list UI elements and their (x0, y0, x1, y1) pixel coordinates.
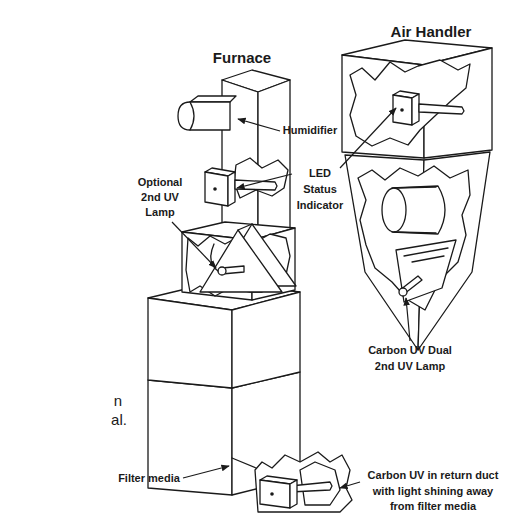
section-heading: Furnace (213, 48, 271, 68)
callout-label: Filter media (118, 471, 180, 485)
callout-label: Carbon UV in return duct with light shin… (363, 468, 503, 515)
led-box-side (412, 94, 419, 125)
humidifier-body (178, 102, 230, 130)
air-handler-coil-line (404, 248, 448, 262)
leader-arrow (183, 466, 229, 478)
callout-label: Humidifier (283, 123, 337, 137)
humidifier-drum-line (190, 102, 194, 130)
carbon-uv-box-side (290, 480, 297, 508)
return-duct (255, 452, 352, 512)
air-handler-cutaway (350, 60, 470, 146)
blower-cutaway (358, 166, 470, 310)
carbon-uv-box-front (260, 480, 290, 508)
leader-arrow (237, 174, 292, 188)
led-indicator (270, 492, 274, 496)
leader-arrow (340, 108, 396, 168)
led-indicator (213, 187, 217, 191)
callout-label: n (114, 391, 122, 411)
callout-label: LED Status Indicator (294, 165, 346, 213)
led-box-side (228, 172, 235, 206)
uv-lamp-bar (235, 180, 277, 190)
leader-arrow (340, 482, 360, 488)
return-duct-joint (232, 458, 256, 468)
led-box-front (205, 172, 228, 206)
humidifier-top (190, 96, 236, 102)
plenum-side (258, 80, 290, 232)
led-indicator (400, 108, 404, 112)
led-box-front (393, 95, 412, 125)
blower-wheel-line (394, 187, 436, 233)
callout-label: Carbon UV Dual 2nd UV Lamp (363, 342, 458, 374)
a-coil-ridge (238, 224, 252, 230)
blower-wheel (382, 188, 406, 232)
a-coil-front (200, 230, 282, 292)
furnace-side (232, 292, 300, 388)
furnace-front (148, 298, 232, 388)
callout-label: al. (111, 410, 127, 430)
leader-arrow (406, 298, 410, 341)
uv-lamp-end (218, 267, 226, 275)
section-heading: Air Handler (391, 22, 472, 42)
callout-label: Optional 2nd UV Lamp (134, 175, 186, 220)
air-handler-coil (396, 240, 456, 302)
leader-arrow (172, 222, 216, 268)
uv-lamp-end (399, 288, 407, 296)
uv-lamp-bar (419, 104, 464, 114)
plenum-cutaway (234, 158, 288, 198)
leader-arrow (238, 119, 280, 131)
